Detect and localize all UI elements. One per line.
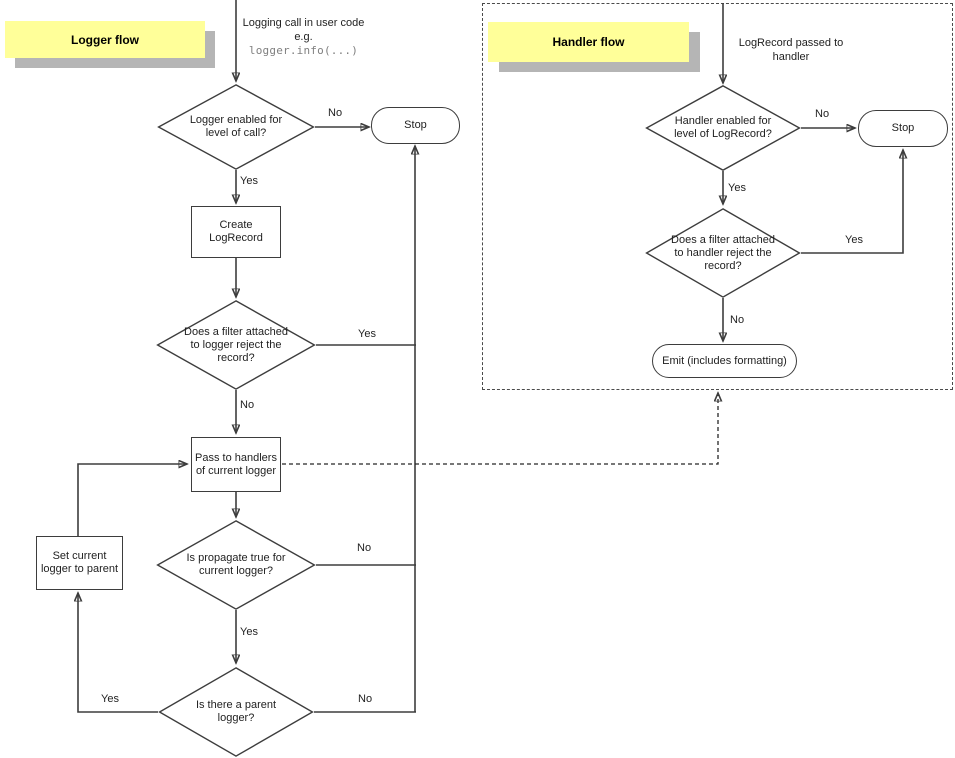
edge-label-logger-filter-yes: Yes — [358, 328, 376, 340]
edge-handler-filter-yes-to-stop — [801, 150, 903, 254]
terminator-emit: Emit (includes formatting) — [652, 344, 797, 378]
decision-handler-filter-label: Does a filter attached to handler reject… — [671, 233, 775, 272]
terminator-logger-stop-label: Stop — [404, 119, 427, 131]
handler-flow-title-label: Handler flow — [552, 35, 625, 49]
decision-logger-filter-label: Does a filter attached to logger reject … — [184, 325, 288, 364]
diamond-shape — [157, 84, 315, 170]
decision-propagate-label: Is propagate true for current logger? — [186, 552, 286, 577]
terminator-emit-label: Emit (includes formatting) — [662, 354, 787, 367]
decision-parent-logger-label: Is there a parent logger? — [195, 699, 277, 724]
decision-handler-enabled-label: Handler enabled for level of LogRecord? — [674, 115, 772, 140]
edge-label-logger-enabled-no: No — [328, 107, 343, 119]
decision-logger-filter: Does a filter attached to logger reject … — [156, 300, 316, 390]
decision-logger-enabled-label: Logger enabled for level of call? — [189, 114, 283, 139]
edge-pass-to-handler-flow-dashed — [282, 393, 718, 465]
handler-flow-title: Handler flow — [488, 22, 689, 62]
edge-label-propagate-yes: Yes — [240, 626, 258, 638]
diamond-shape — [645, 85, 801, 171]
edge-label-propagate-no: No — [357, 542, 372, 554]
decision-propagate: Is propagate true for current logger? — [156, 520, 316, 610]
edge-label-parent-no: No — [358, 693, 373, 705]
handler-flow-region — [482, 3, 953, 390]
logger-flow-title: Logger flow — [5, 21, 205, 58]
edge-label-handler-filter-yes: Yes — [845, 234, 863, 246]
diamond-shape — [645, 208, 801, 298]
logger-flow-title-label: Logger flow — [71, 32, 139, 47]
diamond-shape — [156, 520, 316, 610]
logger-start-note: Logging call in user code e.g. logger.in… — [241, 16, 366, 58]
handler-start-note: LogRecord passed to handler — [726, 36, 856, 64]
decision-handler-enabled: Handler enabled for level of LogRecord? — [645, 85, 801, 171]
process-create-logrecord-label: Create LogRecord — [209, 219, 263, 244]
diamond-shape — [156, 300, 316, 390]
diamond-shape — [158, 667, 314, 757]
handler-start-note-text: LogRecord passed to handler — [738, 37, 844, 63]
process-set-current-logger: Set current logger to parent — [36, 536, 123, 590]
terminator-logger-stop: Stop — [371, 107, 460, 144]
process-pass-to-handlers-label: Pass to handlers of current logger — [195, 451, 277, 477]
logger-start-note-eg: e.g. — [294, 31, 313, 43]
terminator-handler-stop: Stop — [858, 110, 948, 147]
edge-label-logger-filter-no: No — [240, 399, 255, 411]
process-pass-to-handlers: Pass to handlers of current logger — [191, 437, 281, 492]
edge-parent-yes-to-set-current — [78, 593, 158, 713]
decision-parent-logger: Is there a parent logger? — [158, 667, 314, 757]
edge-label-parent-yes: Yes — [101, 693, 119, 705]
edge-set-current-to-pass — [77, 464, 187, 536]
process-set-current-logger-label: Set current logger to parent — [40, 550, 119, 575]
edge-label-handler-enabled-no: No — [815, 108, 830, 120]
terminator-handler-stop-label: Stop — [891, 122, 915, 134]
process-create-logrecord: Create LogRecord — [191, 206, 281, 258]
logger-start-note-text: Logging call in user code — [242, 17, 365, 29]
decision-handler-filter: Does a filter attached to handler reject… — [645, 208, 801, 298]
edge-label-logger-enabled-yes: Yes — [240, 175, 258, 187]
decision-logger-enabled: Logger enabled for level of call? — [157, 84, 315, 170]
edge-label-handler-enabled-yes: Yes — [728, 182, 746, 194]
edge-label-handler-filter-no: No — [730, 314, 745, 326]
logger-start-note-code: logger.info(...) — [248, 44, 359, 57]
